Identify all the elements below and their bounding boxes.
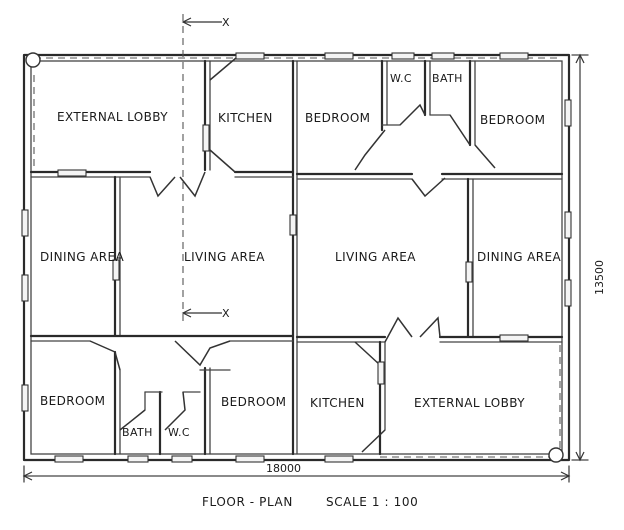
room-label-dining-left: DINING AREA [40,250,125,264]
room-label-dining-right: DINING AREA [477,250,562,264]
room-label-bath-bottom: BATH [122,426,153,439]
room-label-external-lobby-top: EXTERNAL LOBBY [57,110,168,124]
dimension-width [22,465,571,483]
windows [21,52,572,463]
room-label-bedroom-bottom-left: BEDROOM [40,394,105,408]
section-marker-bottom: X [222,307,230,320]
section-marker-top: X [222,16,230,29]
room-label-external-lobby-bottom: EXTERNAL LOBBY [414,396,525,410]
corner-column-bottom-right [548,447,564,463]
dimension-height-label: 13500 [593,260,606,295]
caption-title: FLOOR - PLAN [202,495,293,509]
room-label-bedroom-top-left: BEDROOM [305,111,370,125]
interior-walls [29,59,564,456]
section-line [181,14,222,325]
corner-column-top-left [25,52,41,68]
room-label-wc-top: W.C [390,72,412,85]
dimension-width-label: 18000 [266,462,301,475]
room-label-living-left: LIVING AREA [184,250,265,264]
room-label-living-right: LIVING AREA [335,250,416,264]
caption-scale: SCALE 1 : 100 [326,495,418,509]
dimension-height [571,53,589,462]
room-label-bedroom-bottom-mid: BEDROOM [221,395,286,409]
doors [89,57,496,453]
room-label-kitchen-bottom: KITCHEN [310,396,365,410]
room-label-bath-top: BATH [432,72,463,85]
room-label-bedroom-top-right: BEDROOM [480,113,545,127]
room-label-kitchen-top: KITCHEN [218,111,273,125]
room-label-wc-bottom: W.C [168,426,190,439]
